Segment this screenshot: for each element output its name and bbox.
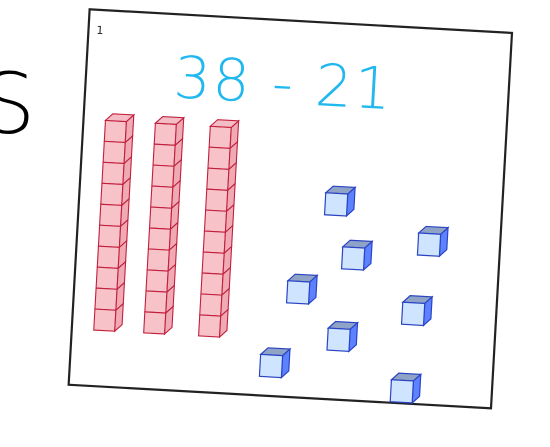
unit-cube-5 <box>402 295 433 326</box>
subtraction-expression: 38 - 21 <box>172 43 395 123</box>
unit-cube-2 <box>417 226 448 257</box>
ten-rods-group <box>94 113 239 337</box>
unit-cube-8 <box>390 373 421 404</box>
unit-cube-1 <box>325 186 356 217</box>
card-number: 1 <box>96 24 104 37</box>
unit-cube-6 <box>327 321 358 352</box>
unit-cube-4 <box>287 274 318 305</box>
unit-cube-7 <box>259 347 290 378</box>
unit-cube-3 <box>342 240 373 271</box>
